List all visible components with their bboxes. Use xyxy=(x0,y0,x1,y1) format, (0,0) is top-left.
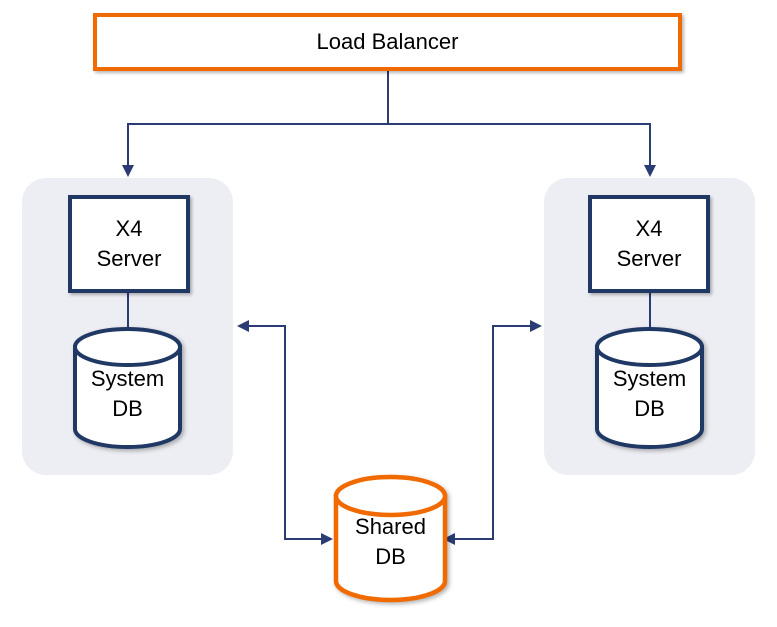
connector-left-group-shared-db xyxy=(241,325,329,540)
system-db-right-cylinder xyxy=(595,327,704,449)
system-db-left-label-line2: DB xyxy=(112,396,143,421)
connector-right-group-shared-db xyxy=(447,325,538,540)
x4-server-right-node: X4 Server xyxy=(588,195,710,293)
shared-db-label-line1: Shared xyxy=(355,514,426,539)
arrowhead-down-left-icon xyxy=(122,165,134,177)
system-db-left-cylinder xyxy=(73,327,182,449)
arrowhead-down-right-icon xyxy=(644,165,656,177)
system-db-right-label-line2: DB xyxy=(634,396,665,421)
load-balancer-node: Load Balancer xyxy=(93,13,682,71)
x4-server-right-label-line2: Server xyxy=(616,246,682,271)
shared-db-label: Shared DB xyxy=(328,506,453,578)
x4-server-left-label-line1: X4 xyxy=(115,216,143,241)
system-db-right-label-line1: System xyxy=(612,366,687,391)
x4-server-right-label-line1: X4 xyxy=(635,216,663,241)
x4-server-left-node: X4 Server xyxy=(68,195,190,293)
system-db-right-label: System DB xyxy=(592,358,707,430)
arrowhead-right-icon xyxy=(321,533,333,545)
shared-db-label-line2: DB xyxy=(375,544,406,569)
shared-db-cylinder xyxy=(333,474,448,603)
connector-lb-fanout xyxy=(127,123,651,171)
x4-server-left-label-line2: Server xyxy=(96,246,162,271)
arrowhead-left2-icon xyxy=(443,533,455,545)
system-db-left-label: System DB xyxy=(70,358,185,430)
arrowhead-right2-icon xyxy=(530,320,542,332)
arrowhead-left-icon xyxy=(237,320,249,332)
load-balancer-label: Load Balancer xyxy=(316,29,459,54)
system-db-left-label-line1: System xyxy=(90,366,165,391)
